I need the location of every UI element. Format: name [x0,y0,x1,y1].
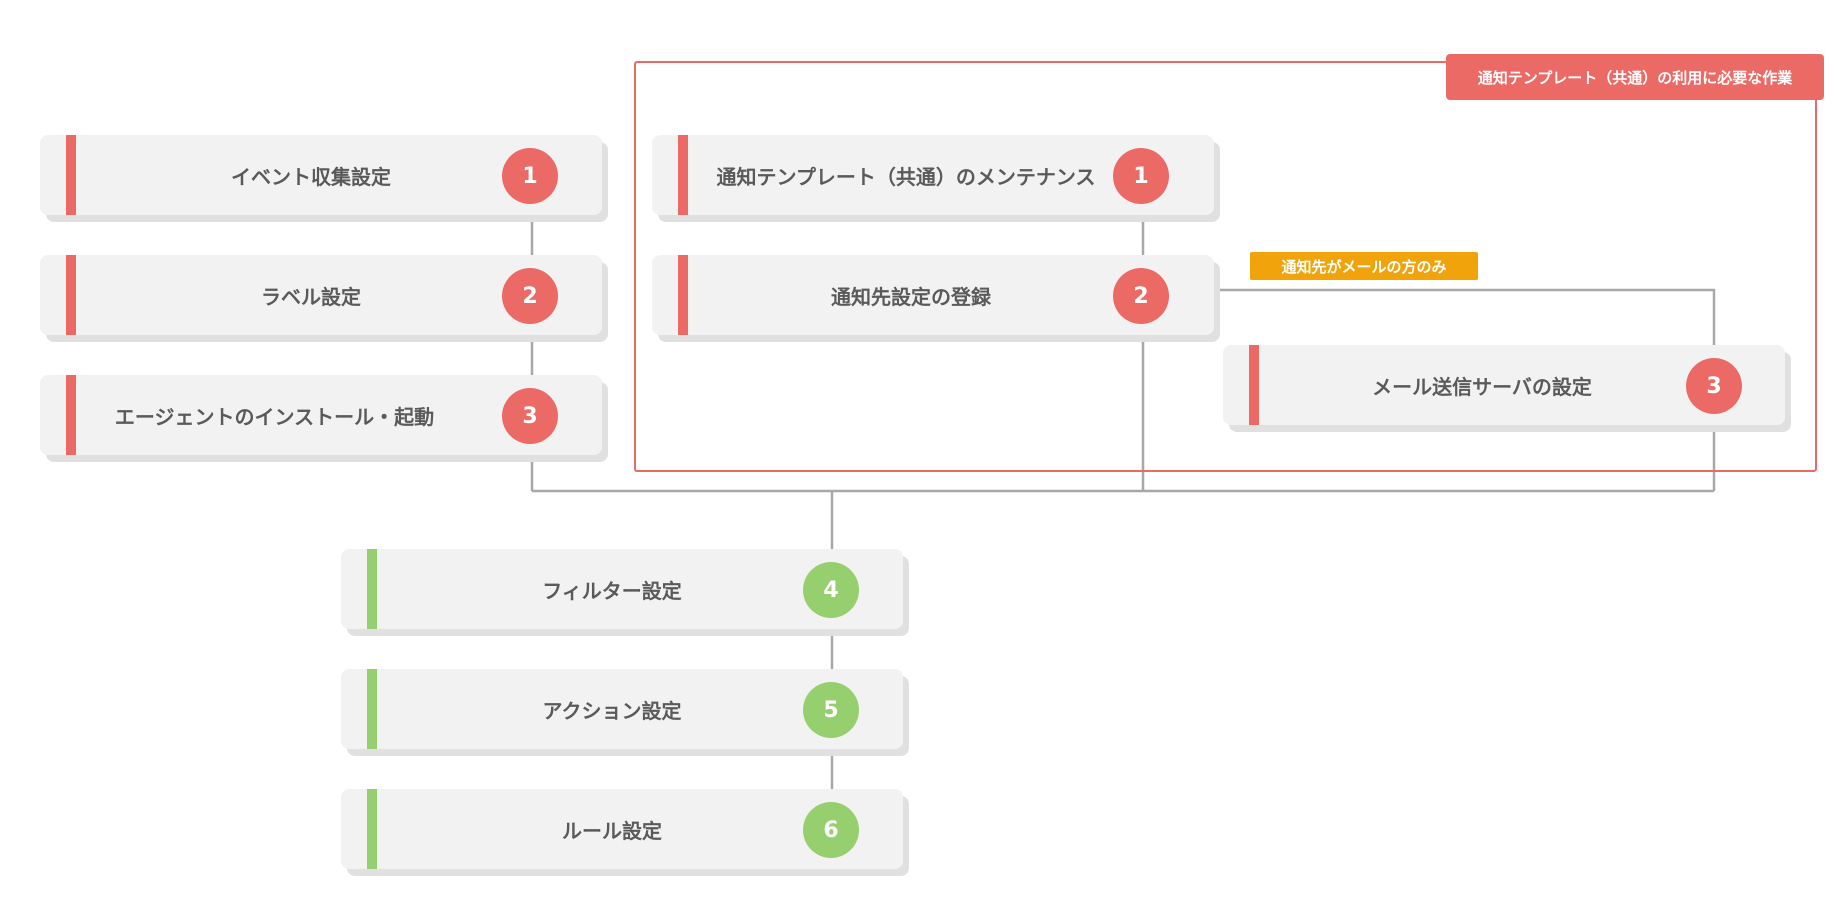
step-label: 通知先設定の登録 [831,284,991,309]
step-label: エージェントのインストール・起動 [114,404,435,429]
step-accent-bar [367,789,377,869]
step-number-badge: 4 [803,562,859,618]
connector-group-2-3 [1216,288,1716,353]
notification-template-group-box [634,61,1817,472]
step-number-badge: 2 [1113,268,1169,324]
group-title: 通知テンプレート（共通）の利用に必要な作業 [1446,54,1824,100]
step-accent-bar [367,669,377,749]
step-number-badge: 3 [1686,358,1742,414]
step-label: アクション設定 [542,698,682,723]
step-accent-bar [678,135,688,215]
step-label: 通知テンプレート（共通）のメンテナンス [716,164,1096,189]
step-label: イベント収集設定 [231,164,391,189]
step-label: メール送信サーバの設定 [1372,374,1592,399]
step-number-badge: 2 [502,268,558,324]
step-number-badge: 1 [502,148,558,204]
step-accent-bar [66,255,76,335]
step-accent-bar [678,255,688,335]
step-number-badge: 6 [803,802,859,858]
email-only-note: 通知先がメールの方のみ [1250,252,1478,280]
step-accent-bar [367,549,377,629]
step-number-badge: 3 [502,388,558,444]
step-label: ルール設定 [562,818,662,843]
step-number-badge: 1 [1113,148,1169,204]
step-accent-bar [66,375,76,455]
step-number-badge: 5 [803,682,859,738]
step-accent-bar [1249,345,1259,425]
step-label: フィルター設定 [542,578,682,603]
step-label: ラベル設定 [261,284,361,309]
step-accent-bar [66,135,76,215]
